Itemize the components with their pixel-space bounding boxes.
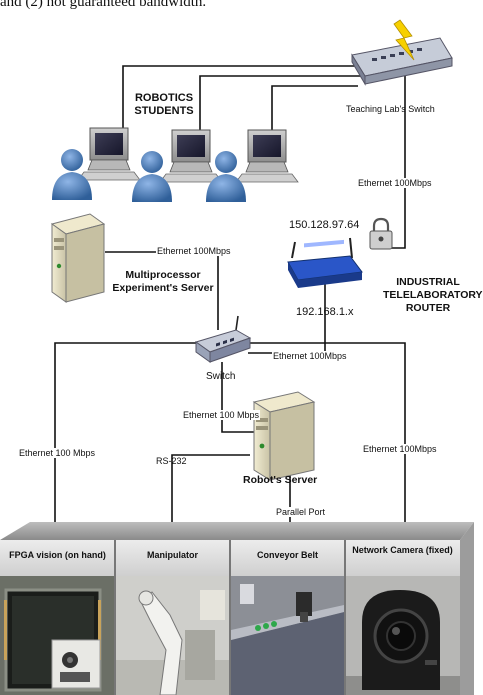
server-tower-icon: [50, 213, 106, 303]
student-person-icon: [206, 151, 246, 202]
parallel-port-label: Parallel Port: [275, 507, 327, 517]
switch-label: Switch: [206, 371, 236, 382]
private-ip-label: 192.168.1.x: [296, 306, 354, 318]
teaching-switch-label: Teaching Lab's Switch: [346, 104, 435, 114]
ethernet-switch-right-label: Ethernet 100Mbps: [272, 351, 348, 361]
lab-switch-icon: [351, 37, 453, 86]
robots-server-label: Robot's Server: [243, 474, 318, 486]
ethernet-server-label: Ethernet 100Mbps: [156, 246, 232, 256]
wireless-router-icon: [287, 237, 363, 288]
student-workstation-3: [206, 129, 299, 202]
rs232-label: RS-232: [156, 456, 187, 466]
padlock-icon: [369, 217, 393, 250]
network-switch-icon: [194, 315, 252, 363]
server-tower-icon: [252, 391, 316, 481]
link-switch-left: [54, 342, 198, 540]
link-student1-switch: [122, 65, 366, 130]
network-camera-photo: [346, 576, 460, 695]
link-student2-switch: [199, 75, 362, 133]
robotics-students-label: ROBOTICS STUDENTS: [134, 92, 194, 117]
link-student3-switch: [271, 85, 358, 138]
lightning-bolt-icon: [393, 19, 415, 61]
ethernet-top-label: Ethernet 100Mbps: [357, 178, 433, 188]
panel-label-camera: Network Camera (fixed): [352, 545, 453, 555]
ethernet-robot-label: Ethernet 100 Mbps: [182, 410, 261, 420]
ethernet-right-label: Ethernet 100Mbps: [362, 444, 438, 454]
panel-label-conveyor: Conveyor Belt: [256, 550, 318, 560]
router-label: INDUSTRIAL TELELABORATORY ROUTER: [383, 276, 483, 314]
conveyor-belt-photo: [231, 576, 344, 695]
student-workstation-1: [52, 127, 141, 200]
link-switch-robotserver: [221, 362, 255, 433]
link-switch-right: [248, 342, 406, 540]
link-labswitch-router: [388, 74, 406, 249]
lab-panel-frame: [0, 522, 474, 695]
panel-label-fpga: FPGA vision (on hand): [9, 550, 106, 560]
student-person-icon: [132, 151, 172, 202]
public-ip-label: 150.128.97.64: [289, 219, 360, 231]
multiprocessor-server-label: Multiprocessor Experiment's Server: [112, 269, 214, 294]
ethernet-left-label: Ethernet 100 Mbps: [18, 448, 97, 458]
header-fragment: and (2) not guaranteed bandwidth.: [0, 0, 207, 10]
panel-label-manipulator: Manipulator: [147, 550, 198, 560]
student-person-icon: [52, 149, 92, 200]
fpga-vision-photo: [0, 576, 114, 695]
link-rs232: [171, 454, 250, 540]
manipulator-photo: [116, 576, 229, 695]
